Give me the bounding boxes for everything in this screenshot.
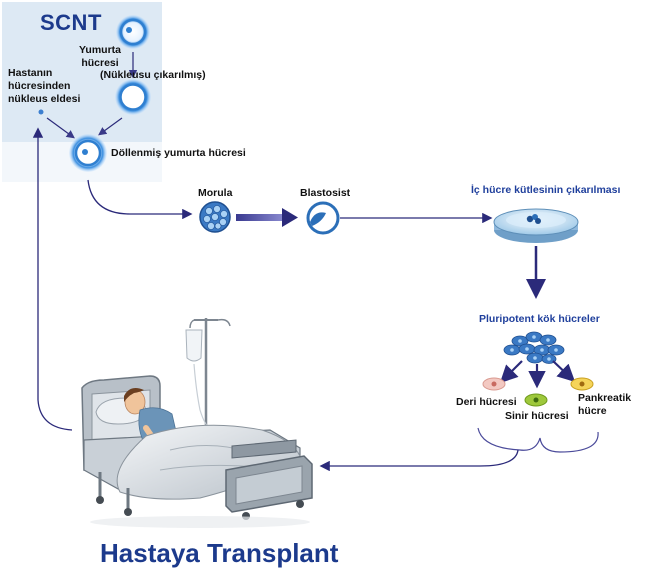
skin-cell-icon (482, 377, 506, 391)
egg-cell-icon (116, 15, 150, 49)
pluripotent-label: Pluripotent kök hücreler (479, 313, 600, 325)
egg-cell-label: Yumurta hücresi (78, 44, 121, 69)
fertilized-egg-label: Döllenmiş yumurta hücresi (111, 147, 246, 159)
nerve-cell-icon (524, 393, 548, 407)
arrow-to-nucleus (32, 127, 73, 431)
morula-icon (199, 201, 231, 233)
patient-nucleus-label: Hastanın hücresinden nükleus eldesi (8, 67, 81, 105)
nucleus-removed-label: (Nükleusu çıkarılmış) (100, 69, 206, 81)
pancreatic-cell-icon (570, 377, 594, 391)
nerve-cell-label: Sinir hücresi (505, 410, 569, 422)
arrow-to-blastocyst (236, 214, 284, 221)
enucleated-egg-icon (115, 79, 151, 115)
pancreatic-cell-label: Pankreatik hücre (578, 392, 632, 417)
blastocyst-icon (306, 201, 340, 235)
transplant-title: Hastaya Transplant (100, 538, 339, 568)
arrow-to-patient (319, 449, 519, 472)
hospital-bed-icon (81, 318, 313, 528)
morula-label: Morula (198, 187, 233, 199)
blastocyst-label: Blastosist (300, 187, 351, 199)
petri-dish-icon (493, 208, 579, 243)
inner-cell-mass-label: İç hücre kütlesinin çıkarılması (471, 184, 621, 196)
skin-cell-label: Deri hücresi (456, 396, 517, 408)
nucleus-dot-icon (38, 109, 44, 115)
cells-bracket (477, 427, 599, 453)
fertilized-egg-icon (69, 134, 107, 172)
arrow-to-morula (87, 179, 193, 220)
scnt-title: SCNT (40, 10, 102, 35)
